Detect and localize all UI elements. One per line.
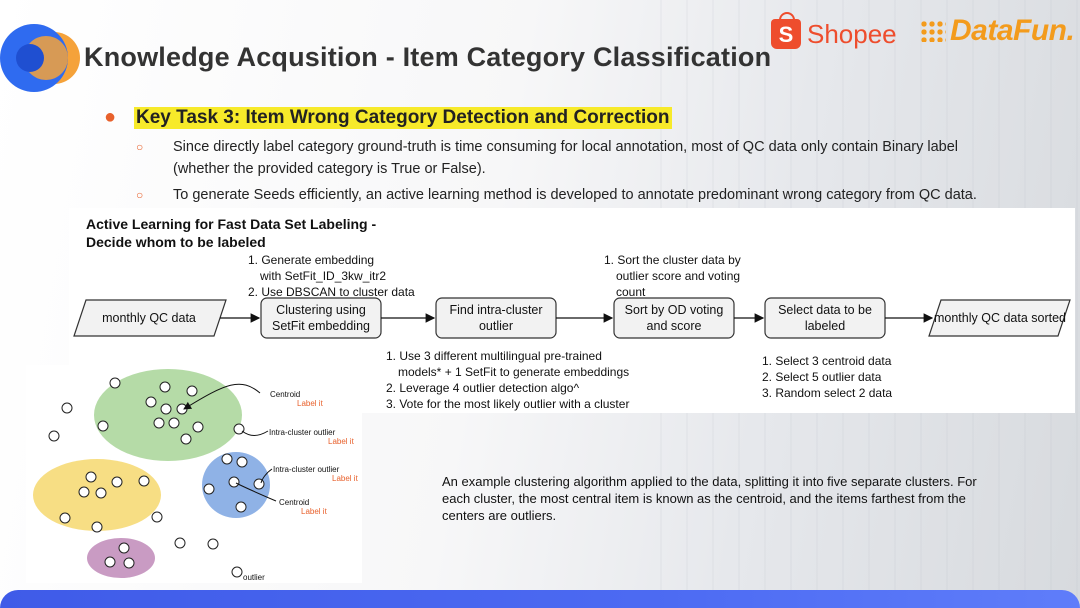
centroid-annotation-blue: Centroid Label it: [279, 498, 327, 516]
centroid-label: Centroid: [279, 498, 327, 507]
step-label-outlier-line2: outlier: [436, 318, 556, 334]
step-label-clustering-line1: Clustering using: [261, 302, 381, 318]
note-selection: 1. Select 3 centroid data 2. Select 5 ou…: [762, 353, 892, 401]
example-description: An example clustering algorithm applied …: [442, 473, 1002, 524]
page-title: Knowledge Acqusition - Item Category Cla…: [84, 42, 771, 73]
datafun-logo: DataFun.: [920, 14, 1074, 48]
diagram-title: Active Learning for Fast Data Set Labeli…: [86, 215, 416, 251]
datafun-dots-icon: [920, 20, 946, 42]
note-clustering-line3: 2. Use DBSCAN to cluster data: [248, 284, 415, 300]
note-od-line4: 3. Vote for the most likely outlier with…: [386, 396, 629, 412]
step-label-sort-line2: and score: [614, 318, 734, 334]
step-label-clustering-line2: SetFit embedding: [261, 318, 381, 334]
shopee-wordmark: Shopee: [807, 19, 897, 50]
intra-outlier-annotation-mid: Intra-cluster outlier Label it: [273, 465, 358, 483]
step-label-monthly-qc-line: monthly QC data: [76, 310, 222, 326]
sub-bullet-2-text: To generate Seeds efficiently, an active…: [173, 184, 1053, 206]
step-label-sort: Sort by OD voting and score: [614, 302, 734, 334]
step-label-sorted: monthly QC data sorted: [930, 310, 1070, 326]
main-bullet: ● Key Task 3: Item Wrong Category Detect…: [104, 106, 672, 129]
step-label-monthly-qc: monthly QC data: [76, 310, 222, 326]
intra-outlier-arrow-top: [242, 431, 268, 436]
outlier-label: outlier: [243, 573, 265, 582]
note-selection-line3: 3. Random select 2 data: [762, 385, 892, 401]
decorative-circles-logo: [0, 18, 90, 98]
note-sorting-line1: 1. Sort the cluster data by: [604, 252, 741, 268]
sub-bullet-circle-icon: ○: [136, 136, 143, 158]
bottom-accent-bar: [0, 590, 1080, 608]
note-selection-line1: 1. Select 3 centroid data: [762, 353, 892, 369]
note-selection-line2: 2. Select 5 outlier data: [762, 369, 892, 385]
label-it-text: Label it: [279, 507, 327, 516]
label-it-text: Label it: [273, 474, 358, 483]
note-od-line1: 1. Use 3 different multilingual pre-trai…: [386, 348, 629, 364]
step-label-select-line2: labeled: [765, 318, 885, 334]
note-clustering-line2: with SetFit_ID_3kw_itr2: [248, 268, 415, 284]
label-it-text: Label it: [269, 437, 354, 446]
intra-outlier-label: Intra-cluster outlier: [273, 465, 358, 474]
centroid-label: Centroid: [270, 390, 323, 399]
step-label-sort-line1: Sort by OD voting: [614, 302, 734, 318]
step-label-clustering: Clustering using SetFit embedding: [261, 302, 381, 334]
intra-outlier-annotation-top: Intra-cluster outlier Label it: [269, 428, 354, 446]
sub-bullet-circle-icon: ○: [136, 184, 143, 206]
shopee-logo: S Shopee: [771, 14, 897, 54]
sub-bullet-1-continued-text: (whether the provided category is True o…: [173, 158, 993, 180]
step-label-outlier: Find intra-cluster outlier: [436, 302, 556, 334]
step-label-outlier-line1: Find intra-cluster: [436, 302, 556, 318]
shopee-bag-icon: S: [771, 19, 801, 49]
diagram-title-line1: Active Learning for Fast Data Set Labeli…: [86, 215, 416, 233]
step-label-select: Select data to be labeled: [765, 302, 885, 334]
note-sorting-line3: count: [604, 284, 741, 300]
centroid-annotation-top: Centroid Label it: [270, 390, 323, 408]
datafun-wordmark: DataFun.: [950, 14, 1074, 48]
main-bullet-text: Key Task 3: Item Wrong Category Detectio…: [134, 107, 672, 129]
note-od-line3: 2. Leverage 4 outlier detection algo^: [386, 380, 629, 396]
label-it-text: Label it: [270, 399, 323, 408]
note-clustering-line1: 1. Generate embedding: [248, 252, 415, 268]
note-clustering: 1. Generate embedding with SetFit_ID_3kw…: [248, 252, 415, 300]
step-label-sorted-line: monthly QC data sorted: [930, 310, 1070, 326]
note-sorting: 1. Sort the cluster data by outlier scor…: [604, 252, 741, 300]
step-label-select-line1: Select data to be: [765, 302, 885, 318]
note-outlier-detection: 1. Use 3 different multilingual pre-trai…: [386, 348, 629, 412]
sub-bullet-1-text: Since directly label category ground-tru…: [173, 136, 993, 158]
note-od-line2: models* + 1 SetFit to generate embedding…: [386, 364, 629, 380]
intra-outlier-label: Intra-cluster outlier: [269, 428, 354, 437]
diagram-title-line2: Decide whom to be labeled: [86, 233, 416, 251]
note-sorting-line2: outlier score and voting: [604, 268, 741, 284]
bullet-dot-icon: ●: [104, 106, 134, 129]
